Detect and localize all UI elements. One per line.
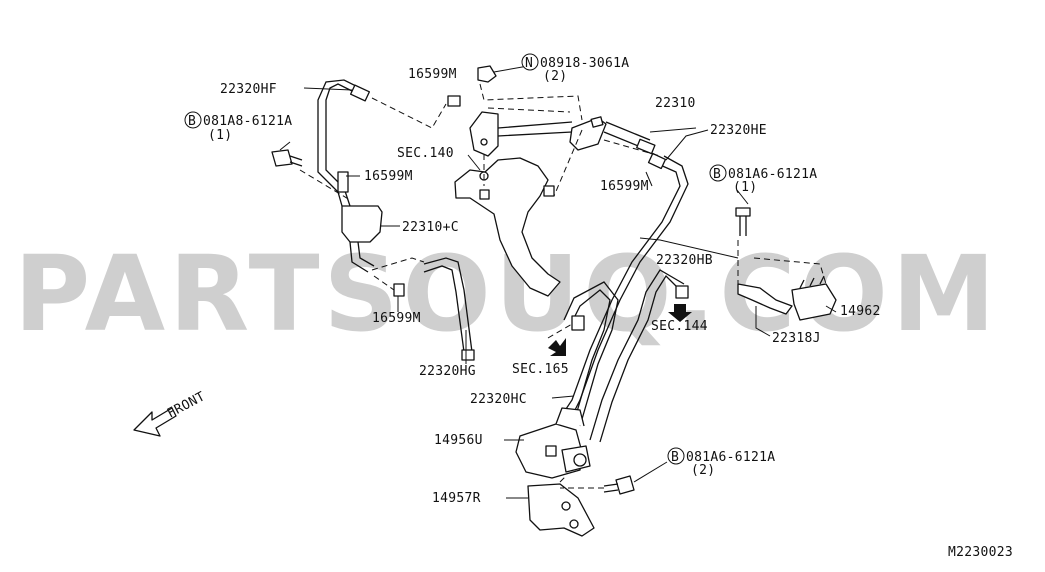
- bolt1-marker: B: [184, 111, 202, 129]
- label-14962: 14962: [840, 304, 881, 319]
- bracket-14957r: [527, 483, 595, 537]
- valve-22310c: [337, 171, 383, 273]
- bolt3-marker: B: [667, 447, 685, 465]
- label-sec140: SEC.140: [397, 146, 454, 161]
- valve-22310: [497, 116, 656, 155]
- bolt-left: [271, 149, 303, 167]
- label-14956u: 14956U: [434, 433, 483, 448]
- bolt2-marker: B: [709, 164, 727, 182]
- label-bolt3-qty: (2): [691, 463, 715, 478]
- bracket-22318j: [737, 275, 837, 321]
- label-bolt2-qty: (1): [733, 180, 757, 195]
- label-bolt3-code: 081A6-6121A: [686, 450, 775, 465]
- hose-bundle: [563, 269, 689, 443]
- label-bolt1-code: 081A8-6121A: [203, 114, 292, 129]
- nut-marker: N: [521, 53, 539, 71]
- manifold-bracket: [454, 111, 561, 297]
- label-22320he: 22320HE: [710, 123, 767, 138]
- svg-text:B: B: [188, 114, 196, 129]
- svg-text:B: B: [713, 167, 721, 182]
- hose-22320he: [563, 152, 689, 413]
- label-22320hf: 22320HF: [220, 82, 277, 97]
- nut-top: [477, 65, 497, 83]
- arrow-sec144: [668, 304, 692, 322]
- label-22320hb: 22320HB: [656, 253, 713, 268]
- label-clamp-d: 16599M: [372, 311, 421, 326]
- label-nut-code: 08918-3061A: [540, 56, 629, 71]
- bolt-right: [735, 207, 751, 236]
- label-22310: 22310: [655, 96, 696, 111]
- dashed-lines: [299, 83, 827, 489]
- label-22318j: 22318J: [772, 331, 821, 346]
- arrow-sec165: [548, 338, 566, 356]
- svg-text:N: N: [525, 56, 533, 71]
- label-14957r: 14957R: [432, 491, 481, 506]
- svg-text:B: B: [671, 450, 679, 465]
- solenoid-valve: [515, 407, 591, 479]
- hose-22320hg: [423, 257, 475, 361]
- label-22320hg: 22320HG: [419, 364, 476, 379]
- diagram-id: M2230023: [948, 545, 1013, 560]
- label-clamp-a: 16599M: [408, 67, 457, 82]
- bolt-lower: [603, 475, 635, 495]
- label-bolt1-qty: (1): [208, 128, 232, 143]
- label-22310c: 22310+C: [402, 220, 459, 235]
- label-sec165: SEC.165: [512, 362, 569, 377]
- front-label: FRONT: [165, 389, 208, 421]
- label-clamp-b: 16599M: [364, 169, 413, 184]
- label-bolt2-code: 081A6-6121A: [728, 167, 817, 182]
- front-arrow: FRONT: [133, 389, 208, 437]
- label-22320hc: 22320HC: [470, 392, 527, 407]
- leader-lines: [279, 65, 837, 499]
- clamps: [393, 95, 585, 331]
- label-sec144: SEC.144: [651, 319, 708, 334]
- label-nut-qty: (2): [543, 69, 567, 84]
- label-clamp-c: 16599M: [600, 179, 649, 194]
